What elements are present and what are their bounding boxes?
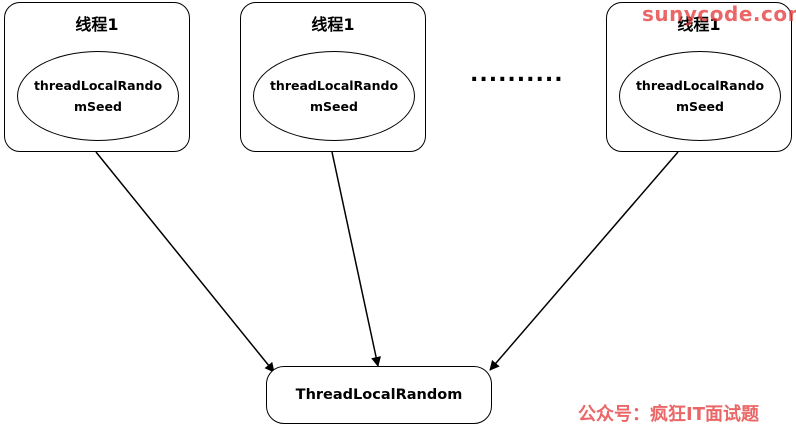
seed-ellipse: threadLocalRandomSeed — [619, 51, 781, 141]
thread-title: 线程1 — [311, 15, 355, 34]
thread-box-1: 线程1 threadLocalRandomSeed — [4, 2, 190, 152]
arrow-thread-1-to-random — [95, 151, 275, 373]
seed-ellipse: threadLocalRandomSeed — [253, 51, 415, 141]
seed-label: threadLocalRandomSeed — [269, 78, 399, 114]
thread-local-random-box: ThreadLocalRandom — [266, 366, 492, 424]
thread-local-random-label: ThreadLocalRandom — [295, 387, 463, 403]
arrow-thread-3-to-random — [489, 151, 679, 371]
arrow-thread-2-to-random — [331, 151, 381, 367]
more-threads-ellipsis: .......... — [470, 62, 564, 87]
thread-title: 线程1 — [677, 15, 721, 34]
seed-ellipse: threadLocalRandomSeed — [17, 51, 179, 141]
site-watermark: sunycode.com — [642, 2, 796, 26]
thread-title: 线程1 — [75, 15, 119, 34]
thread-box-3: 线程1 threadLocalRandomSeed — [606, 2, 792, 152]
thread-box-2: 线程1 threadLocalRandomSeed — [240, 2, 426, 152]
seed-label: threadLocalRandomSeed — [635, 78, 765, 114]
seed-label: threadLocalRandomSeed — [33, 78, 163, 114]
account-watermark: 公众号：疯狂IT面试题 — [578, 404, 759, 425]
